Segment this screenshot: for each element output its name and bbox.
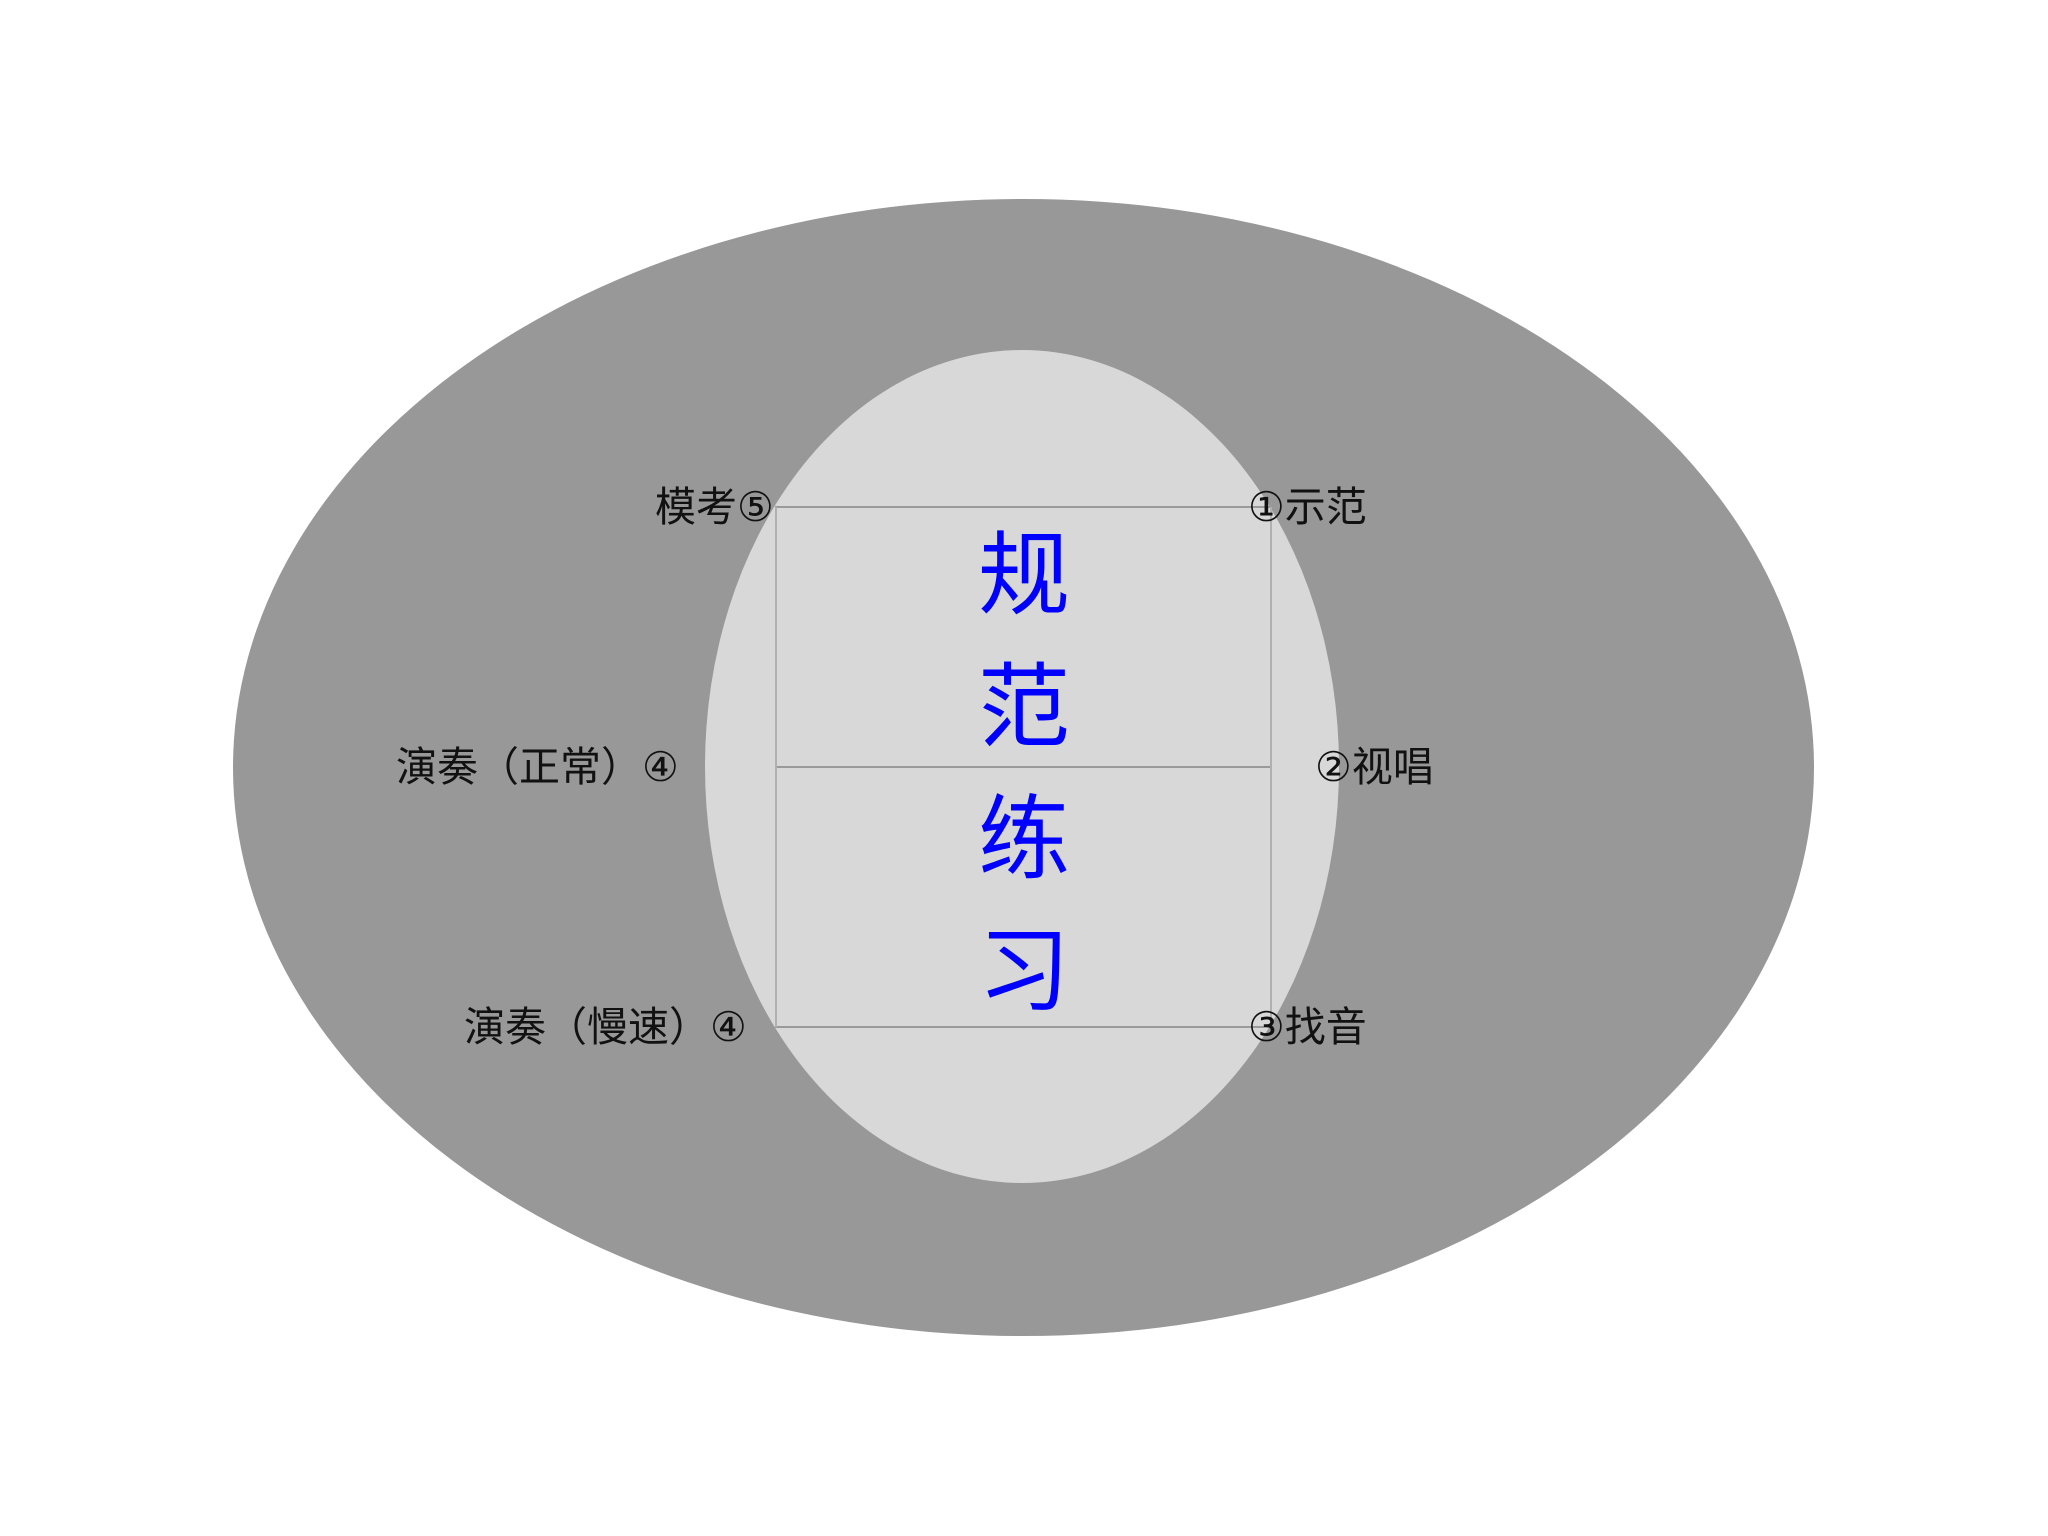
- right-connector: [1270, 507, 1272, 1027]
- top-connector: [775, 506, 1271, 508]
- center-title: 规 范 练 习: [972, 510, 1076, 1038]
- title-char: 习: [977, 918, 1070, 1025]
- node-play-normal: 演奏（正常）④: [396, 743, 679, 791]
- node-demonstration: ①示范: [1248, 483, 1367, 531]
- bottom-connector: [775, 1026, 1271, 1028]
- node-sight-singing: ②视唱: [1315, 743, 1434, 791]
- node-find-pitch: ③找音: [1248, 1003, 1367, 1051]
- left-connector: [775, 507, 777, 1027]
- title-char: 范: [977, 654, 1070, 761]
- middle-connector: [775, 766, 1271, 768]
- title-char: 规: [977, 522, 1070, 629]
- node-mock-exam: 模考⑤: [655, 483, 774, 531]
- node-play-slow: 演奏（慢速）④: [464, 1003, 747, 1051]
- title-char: 练: [977, 786, 1070, 893]
